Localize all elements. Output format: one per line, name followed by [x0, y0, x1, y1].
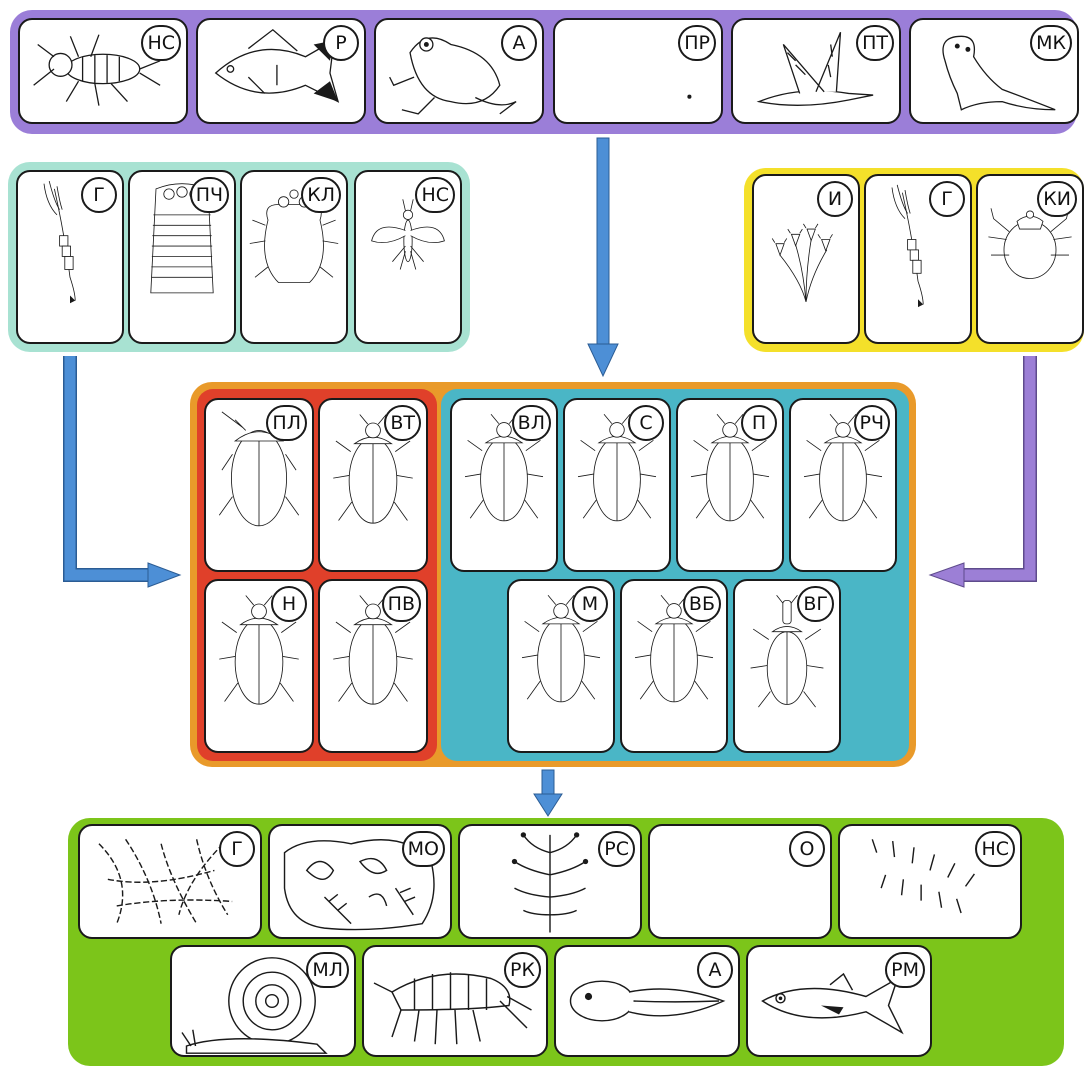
organism-label: РС	[598, 831, 635, 867]
organism-label: ПР	[678, 25, 716, 61]
organism-label: ВЛ	[512, 405, 551, 441]
organism-card: НС	[354, 170, 462, 344]
organism-card: ВЛ	[450, 398, 558, 572]
arrow-left-to-beetles	[70, 356, 180, 587]
organism-label: РК	[504, 952, 541, 988]
organism-card: Г	[16, 170, 124, 344]
organism-label: НС	[141, 25, 181, 61]
organism-label: ВГ	[797, 586, 834, 622]
organism-label: ВТ	[384, 405, 421, 441]
organism-label: О	[789, 831, 825, 867]
organism-label: МК	[1030, 25, 1072, 61]
organism-label: ПВ	[382, 586, 421, 622]
organism-label: ПЛ	[266, 405, 307, 441]
organism-label: Г	[219, 831, 255, 867]
organism-card: И	[752, 174, 860, 344]
organism-card: РЧ	[789, 398, 897, 572]
organism-label: С	[628, 405, 664, 441]
organism-label: МЛ	[306, 952, 349, 988]
organism-label: НС	[415, 177, 455, 213]
organism-label: ВБ	[683, 586, 721, 622]
organism-card: МК	[909, 18, 1079, 124]
organism-card: А	[554, 945, 740, 1057]
organism-card: МЛ	[170, 945, 356, 1057]
organism-label: Г	[81, 177, 117, 213]
organism-label: Г	[929, 181, 965, 217]
organism-card: НС	[18, 18, 188, 124]
organism-card: С	[563, 398, 671, 572]
organism-label: ПЧ	[190, 177, 229, 213]
organism-card: ПР	[553, 18, 723, 124]
organism-label: М	[572, 586, 608, 622]
arrow-predators-to-beetles	[588, 138, 618, 376]
organism-label: РЧ	[854, 405, 890, 441]
organism-card: ВГ	[733, 579, 841, 753]
organism-label: КИ	[1037, 181, 1077, 217]
organism-card: Р	[196, 18, 366, 124]
organism-label: МО	[402, 831, 445, 867]
organism-card: РМ	[746, 945, 932, 1057]
organism-label: КЛ	[301, 177, 341, 213]
organism-card: ПЧ	[128, 170, 236, 344]
organism-label: ПТ	[856, 25, 894, 61]
organism-card: П	[676, 398, 784, 572]
organism-label: П	[741, 405, 777, 441]
organism-card: ПТ	[731, 18, 901, 124]
organism-card: А	[374, 18, 544, 124]
organism-card: РК	[362, 945, 548, 1057]
organism-label: НС	[975, 831, 1015, 867]
arrow-right-to-beetles	[930, 356, 1030, 587]
organism-card: ПВ	[318, 579, 428, 753]
organism-card: М	[507, 579, 615, 753]
organism-card: ПЛ	[204, 398, 314, 572]
organism-card: Г	[78, 824, 262, 939]
organism-card: О	[648, 824, 832, 939]
organism-card: ВБ	[620, 579, 728, 753]
organism-card: РС	[458, 824, 642, 939]
organism-card: ВТ	[318, 398, 428, 572]
organism-card: НС	[838, 824, 1022, 939]
organism-card: МО	[268, 824, 452, 939]
organism-label: Н	[271, 586, 307, 622]
organism-card: КИ	[976, 174, 1084, 344]
organism-card: Г	[864, 174, 972, 344]
organism-card: Н	[204, 579, 314, 753]
organism-label: Р	[323, 25, 359, 61]
organism-label: РМ	[885, 952, 925, 988]
organism-label: И	[817, 181, 853, 217]
arrow-beetles-to-prey	[534, 770, 562, 816]
organism-label: А	[697, 952, 733, 988]
organism-card: КЛ	[240, 170, 348, 344]
organism-label: А	[501, 25, 537, 61]
